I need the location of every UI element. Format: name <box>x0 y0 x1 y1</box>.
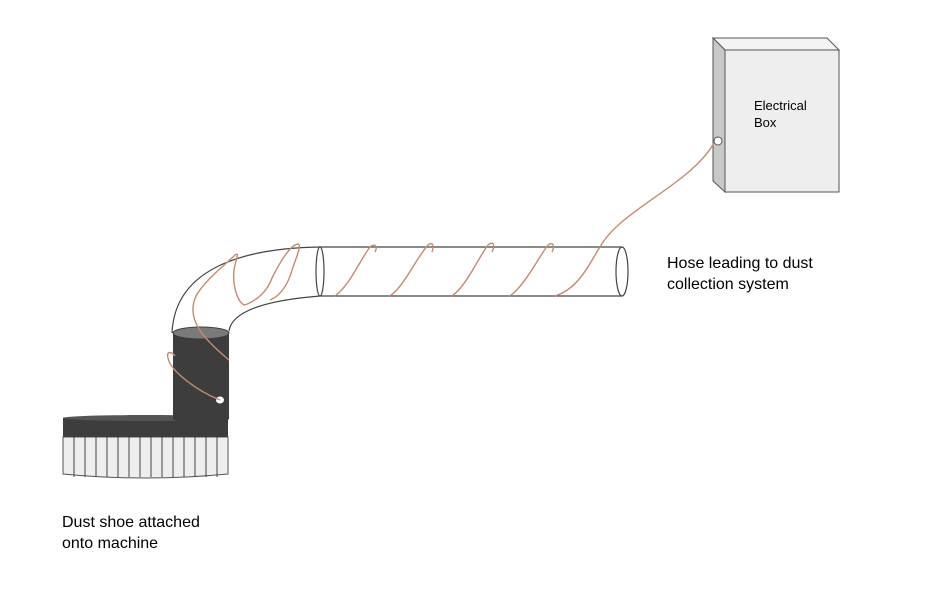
box-port-icon <box>713 136 723 146</box>
dust-shoe <box>62 326 230 479</box>
electrical-box <box>711 36 841 194</box>
label-line: collection system <box>667 275 789 293</box>
label-line: Dust shoe attached <box>62 514 200 531</box>
label-line: Hose leading to dust <box>667 255 813 272</box>
dust-shoe-label: Dust shoe attached onto machine <box>62 513 200 555</box>
hose <box>171 246 629 334</box>
label-line: onto machine <box>62 534 159 552</box>
ground-wire <box>166 142 715 401</box>
label-line: Box <box>754 114 777 130</box>
hose-label: Hose leading to dust collection system <box>667 254 813 296</box>
label-line: Electrical <box>754 98 807 113</box>
electrical-box-label: Electrical Box <box>754 98 807 132</box>
